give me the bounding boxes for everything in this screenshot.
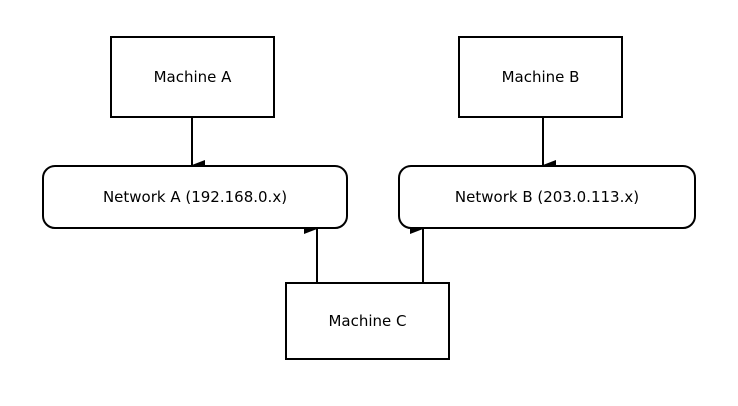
node-network-a-label: Network A (192.168.0.x) bbox=[102, 188, 288, 206]
node-machine-b-label: Machine B bbox=[501, 68, 580, 86]
node-network-b: Network B (203.0.113.x) bbox=[398, 165, 696, 229]
node-network-b-label: Network B (203.0.113.x) bbox=[454, 188, 640, 206]
node-machine-c-label: Machine C bbox=[328, 312, 407, 330]
node-network-a: Network A (192.168.0.x) bbox=[42, 165, 348, 229]
node-machine-b: Machine B bbox=[458, 36, 623, 118]
node-machine-a-label: Machine A bbox=[153, 68, 232, 86]
node-machine-c: Machine C bbox=[285, 282, 450, 360]
node-machine-a: Machine A bbox=[110, 36, 275, 118]
